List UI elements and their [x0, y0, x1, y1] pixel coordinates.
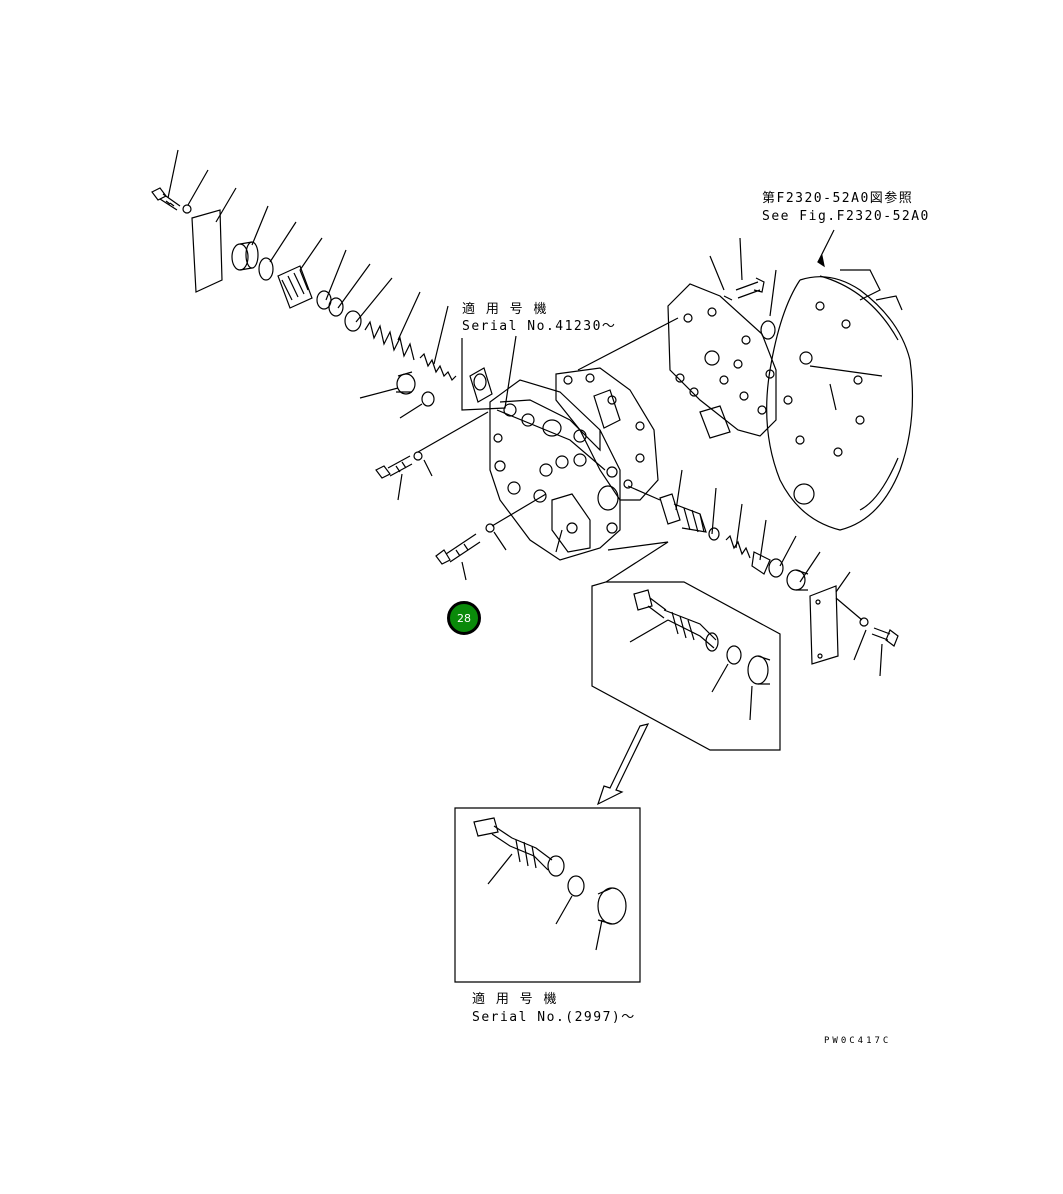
small-bracket-part — [469, 367, 493, 403]
left-plug-set — [359, 371, 435, 419]
cover-plate-right — [809, 571, 899, 677]
part-callout-28[interactable]: 28 — [447, 601, 481, 635]
o-ring-left-1 — [258, 257, 274, 281]
end-cover — [577, 237, 777, 439]
drawing-code: PW0C417C — [824, 1036, 892, 1046]
detail-inset-1 — [591, 541, 781, 806]
detail-inset-2 — [454, 807, 641, 983]
serial-note-upper-jp: 適 用 号 機 — [462, 302, 548, 317]
serial-bracket-upper — [461, 335, 517, 411]
plug-left — [231, 241, 259, 271]
bolt-body-left-2 — [435, 493, 563, 581]
pump-housing — [766, 229, 914, 531]
serial-note-lower-jp: 適 用 号 機 — [472, 992, 558, 1007]
washer-top-left — [182, 204, 192, 214]
bolt-body-left-1 — [375, 411, 489, 501]
cover-plate-left — [191, 209, 223, 293]
spool-right — [627, 469, 821, 591]
spring-left — [364, 320, 415, 361]
see-fig-note-jp: 第F2320-52A0図参照 — [762, 191, 914, 206]
bolt-top-left — [151, 187, 181, 211]
ring-left-2 — [328, 297, 344, 317]
ring-left-3 — [344, 310, 362, 332]
serial-note-lower-en: Serial No.(2997)～ — [472, 1010, 636, 1025]
small-spring-left — [419, 352, 457, 382]
see-fig-note-en: See Fig.F2320-52A0 — [762, 209, 930, 224]
gasket — [555, 367, 659, 501]
piston-left — [277, 265, 313, 309]
upper-left-parts-row — [151, 149, 457, 382]
part-callout-label: 28 — [457, 611, 471, 625]
serial-note-upper-en: Serial No.41230～ — [462, 319, 617, 334]
valve-body — [489, 379, 621, 561]
